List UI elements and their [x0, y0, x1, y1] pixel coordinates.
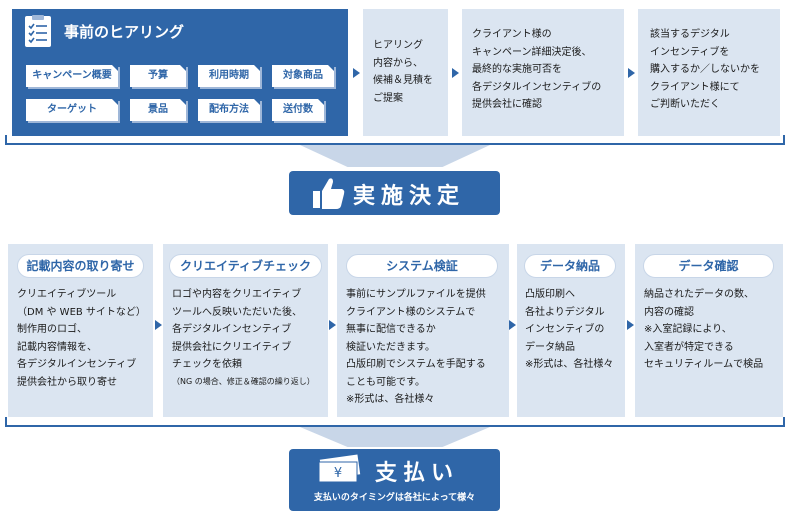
- hearing-tag: 配布方法: [198, 99, 260, 121]
- checklist-icon: [22, 15, 56, 49]
- step-system-check: システム検証 事前にサンプルファイルを提供 クライアント様のシステムで 無事に配…: [337, 244, 509, 417]
- step-collect: 記載内容の取り寄せ クリエイティブツール （DM や WEB サイトなど） 制作…: [8, 244, 153, 417]
- step-title: データ確認: [643, 254, 774, 278]
- step-creative-check: クリエイティブチェック ロゴや内容をクリエイティブ ツールへ反映いただいた後、 …: [163, 244, 328, 417]
- top-connector: [300, 145, 490, 167]
- flow-arrow-icon: [509, 320, 516, 330]
- top-step-proposal: ヒアリング 内容から、 候補＆見積を ご提案: [363, 9, 448, 136]
- decision-banner: 実施決定: [289, 171, 500, 215]
- hearing-tag: 予算: [130, 65, 186, 87]
- flow-arrow-icon: [155, 320, 162, 330]
- hearing-title: 事前のヒアリング: [64, 23, 185, 41]
- step-body: クリエイティブツール （DM や WEB サイトなど） 制作用のロゴ、 記載内容…: [17, 289, 146, 388]
- svg-text:¥: ¥: [334, 466, 342, 481]
- flow-arrow-icon: [329, 320, 336, 330]
- step-title: クリエイティブチェック: [169, 254, 322, 278]
- bottom-connector: [300, 427, 490, 447]
- hearing-tag: 利用時期: [198, 65, 260, 87]
- step-title: 記載内容の取り寄せ: [17, 254, 144, 278]
- flow-arrow-icon: [628, 68, 635, 78]
- decision-label: 実施決定: [353, 184, 466, 209]
- step-note: （NG の場合、修正＆確認の繰り返し）: [172, 377, 315, 386]
- payment-banner: ¥ 支払い 支払いのタイミングは各社によって様々: [289, 449, 500, 511]
- top-step-text: ヒアリング 内容から、 候補＆見積を ご提案: [373, 40, 433, 104]
- top-step-text: クライアント様の キャンペーン詳細決定後、 最終的な実施可否を 各デジタルインセ…: [472, 29, 602, 110]
- step-data-check: データ確認 納品されたデータの数、 内容の確認 ※入室記録により、 入室者が特定…: [635, 244, 783, 417]
- thumbs-up-icon: [309, 174, 347, 212]
- top-step-judgement: 該当するデジタル インセンティブを 購入するか／しないかを クライアント様にて …: [638, 9, 780, 136]
- step-title: データ納品: [524, 254, 616, 278]
- hearing-tag: 対象商品: [272, 65, 334, 87]
- bottom-bracket: [5, 417, 785, 427]
- hearing-tag: キャンペーン概要: [26, 65, 118, 87]
- top-bracket: [5, 135, 785, 145]
- hearing-tag: 送付数: [272, 99, 324, 121]
- step-title: システム検証: [346, 254, 498, 278]
- top-step-confirmation: クライアント様の キャンペーン詳細決定後、 最終的な実施可否を 各デジタルインセ…: [462, 9, 624, 136]
- payment-label: 支払い: [375, 461, 460, 486]
- flow-arrow-icon: [452, 68, 459, 78]
- step-body: 事前にサンプルファイルを提供 クライアント様のシステムで 無事に配信できるか 検…: [346, 289, 486, 405]
- yen-money-icon: ¥: [315, 454, 365, 484]
- flow-arrow-icon: [627, 320, 634, 330]
- payment-subtitle: 支払いのタイミングは各社によって様々: [313, 493, 476, 503]
- step-body: 凸版印刷へ 各社よりデジタル インセンティブの データ納品 ※形式は、各社様々: [525, 289, 614, 370]
- hearing-tag: ターゲット: [26, 99, 118, 121]
- step-body: 納品されたデータの数、 内容の確認 ※入室記録により、 入室者が特定できる セキ…: [644, 289, 764, 370]
- hearing-tag: 景品: [130, 99, 186, 121]
- top-step-text: 該当するデジタル インセンティブを 購入するか／しないかを クライアント様にて …: [650, 29, 760, 110]
- step-body: ロゴや内容をクリエイティブ ツールへ反映いただいた後、 各デジタルインセンティブ…: [172, 289, 302, 370]
- step-data-delivery: データ納品 凸版印刷へ 各社よりデジタル インセンティブの データ納品 ※形式は…: [517, 244, 625, 417]
- flow-arrow-icon: [353, 68, 360, 78]
- hearing-panel: 事前のヒアリング キャンペーン概要 予算 利用時期 対象商品 ターゲット 景品 …: [12, 9, 348, 136]
